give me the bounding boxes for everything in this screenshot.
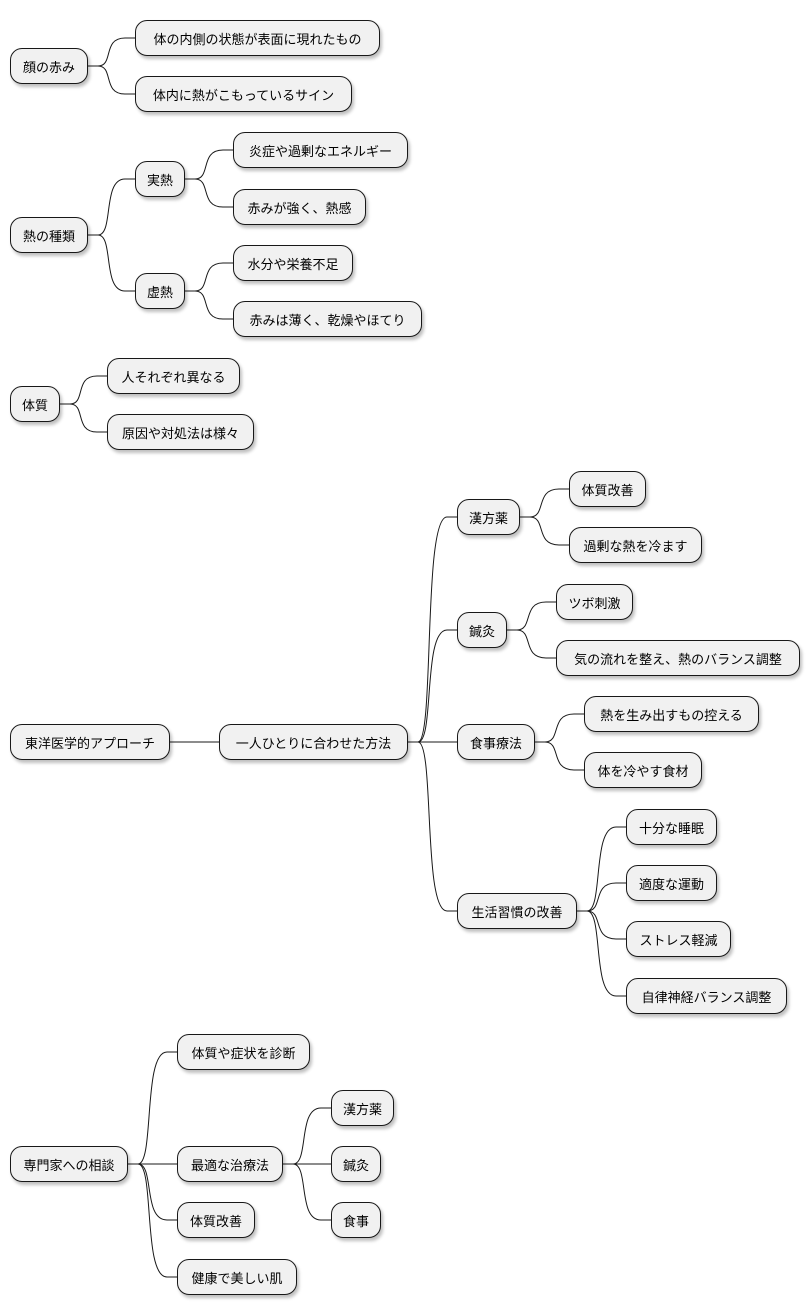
mindmap-node: 健康で美しい肌: [177, 1259, 297, 1295]
mindmap-node: 炎症や過剰なエネルギー: [233, 132, 408, 168]
connector-line: [88, 37, 135, 67]
connector-line: [60, 403, 107, 433]
connector-line: [535, 713, 584, 743]
mindmap-node: 漢方薬: [331, 1090, 394, 1126]
connector-line: [88, 178, 135, 236]
connector-line: [185, 178, 233, 208]
mindmap-node: 生活習慣の改善: [457, 893, 577, 929]
mindmap-node: 原因や対処法は様々: [107, 414, 254, 450]
connector-line: [520, 488, 569, 518]
connector-line: [128, 1051, 177, 1165]
mindmap-node: 体質改善: [569, 471, 646, 507]
mindmap-node: 体を冷やす食材: [584, 752, 702, 788]
mindmap-root-node: 顔の赤み: [10, 48, 88, 84]
mindmap-node: 人それぞれ異なる: [107, 358, 240, 394]
mindmap-node: 気の流れを整え、熱のバランス調整: [556, 640, 800, 676]
mindmap-root-node: 熱の種類: [10, 217, 88, 253]
mindmap-node: 最適な治療法: [177, 1146, 283, 1182]
connector-line: [128, 1163, 177, 1221]
mindmap-node: 適度な運動: [626, 865, 717, 901]
mindmap-root-node: 専門家への相談: [10, 1146, 128, 1182]
mindmap-node: 体内に熱がこもっているサイン: [135, 76, 352, 112]
mindmap-node: 食事療法: [457, 724, 535, 760]
mindmap-node: 赤みが強く、熱感: [233, 189, 366, 225]
mindmap-node: 実熱: [135, 161, 185, 197]
connector-line: [283, 1163, 331, 1221]
connector-line: [535, 741, 584, 771]
connector-line: [185, 149, 233, 180]
connector-line: [577, 910, 626, 997]
mindmap-node: 漢方薬: [457, 499, 520, 535]
connector-line: [128, 1163, 177, 1278]
mindmap-node: 鍼灸: [331, 1146, 381, 1182]
mindmap-node: 赤みは薄く、乾燥やほてり: [233, 301, 422, 337]
connector-line: [88, 65, 135, 95]
connector-line: [88, 234, 135, 292]
mindmap-node: 食事: [331, 1202, 381, 1238]
mindmap-node: 熱を生み出すもの控える: [584, 696, 759, 732]
connector-line: [507, 629, 556, 659]
mindmap-root-node: 東洋医学的アプローチ: [10, 724, 170, 760]
connector-line: [507, 601, 556, 631]
connector-line: [577, 826, 626, 912]
mindmap-node: 虚熱: [135, 273, 185, 309]
connector-line: [283, 1107, 331, 1165]
connector-line: [577, 910, 626, 940]
connector-line: [185, 262, 233, 292]
connector-line: [60, 375, 107, 405]
mindmap-node: 一人ひとりに合わせた方法: [219, 724, 408, 760]
mindmap-node: 体質や症状を診断: [177, 1034, 310, 1070]
mindmap-node: 自律神経バランス調整: [626, 978, 787, 1014]
mindmap-node: 体質改善: [177, 1202, 255, 1238]
mindmap-node: ツボ刺激: [556, 584, 633, 620]
connector-line: [408, 516, 457, 743]
connector-line: [185, 290, 233, 320]
mindmap-node: 水分や栄養不足: [233, 245, 353, 281]
connector-line: [520, 516, 569, 546]
mindmap-node: 鍼灸: [457, 612, 507, 648]
mindmap-node: 十分な睡眠: [626, 809, 717, 845]
mindmap-root-node: 体質: [10, 386, 60, 422]
mindmap-node: 体の内側の状態が表面に現れたもの: [135, 20, 380, 56]
connector-line: [408, 629, 457, 743]
mindmap-node: ストレス軽減: [626, 921, 731, 957]
connector-line: [408, 741, 457, 912]
connector-line: [577, 882, 626, 912]
mindmap-node: 過剰な熱を冷ます: [569, 527, 702, 563]
